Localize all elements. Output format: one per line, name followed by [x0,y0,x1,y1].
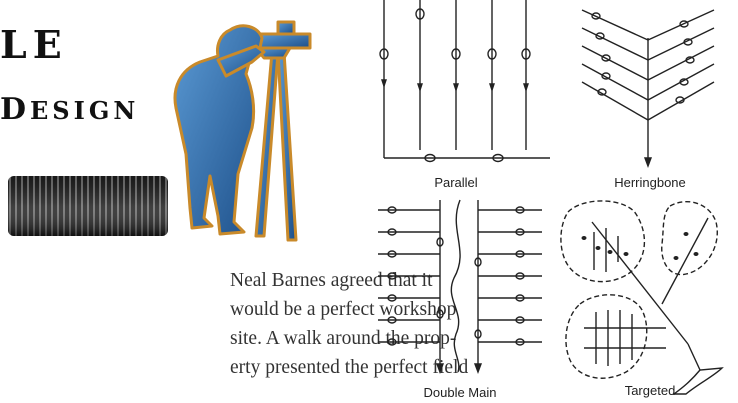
title-design: DESIGN [0,92,139,127]
drainage-patterns-diagram: Parallel Herringbone Double Main Targete… [378,0,724,400]
drain-pipe-illustration [8,176,168,236]
body-line: Neal Barnes agreed that it [230,270,433,291]
article-body: Neal Barnes agreed that it would be a pe… [230,266,469,382]
body-line: would be a perfect workshop [230,299,457,320]
caption-targeted: Targeted [625,383,676,398]
body-line: erty presented the perfect field [230,357,469,378]
body-line: site. A walk around the prop- [230,328,457,349]
surveyor-icon [173,20,312,242]
caption-double-main: Double Main [424,385,497,400]
parallel-diagram [379,0,550,163]
caption-herringbone: Herringbone [614,175,686,190]
title-design-rest: ESIGN [30,96,140,125]
double-main-diagram [378,199,542,374]
title-le: LE [0,22,68,67]
caption-parallel: Parallel [434,175,477,190]
targeted-diagram [560,200,724,395]
herringbone-diagram [581,9,715,168]
title-design-initial: D [0,92,31,127]
